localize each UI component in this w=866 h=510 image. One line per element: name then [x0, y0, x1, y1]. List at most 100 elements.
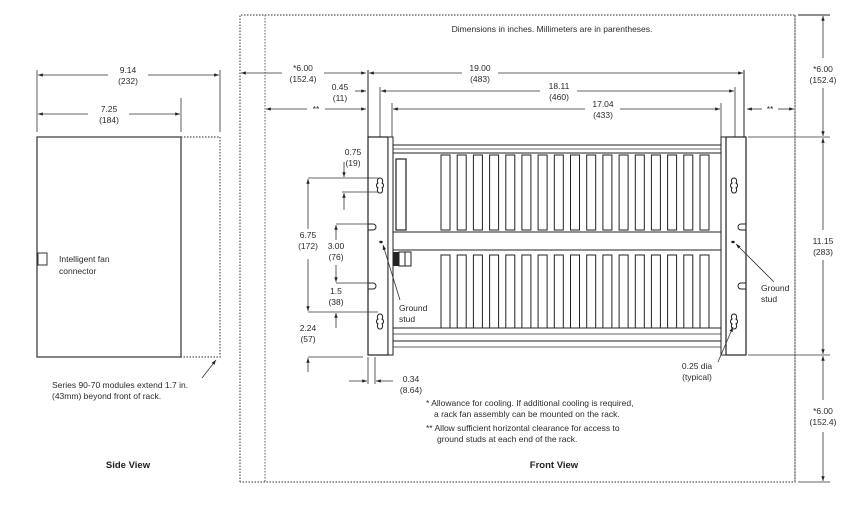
hole-dia-label-1: 0.25 dia — [682, 361, 713, 371]
module-note-leader — [201, 359, 217, 379]
fan-connector-label-1: Intelligent fan — [59, 254, 110, 264]
hole-dia-label-2: (typical) — [682, 372, 712, 382]
module-slot — [667, 254, 678, 329]
module-slots-top-row — [440, 154, 710, 231]
mounting-slot-icon — [737, 282, 746, 290]
ground-stud-icon — [379, 240, 383, 244]
ground-stud-right-label-2: stud — [761, 294, 777, 304]
module-slot — [505, 154, 516, 231]
hole-dia-leader — [717, 326, 734, 363]
dim-flange-offset-inches: 0.45 — [332, 82, 349, 92]
dim-depth-inches: 7.25 — [101, 104, 118, 114]
dim-hole-spacing-inches: 18.11 — [549, 81, 570, 91]
module-extension-outline — [181, 136, 221, 358]
rails — [393, 144, 721, 348]
module-slot — [472, 254, 483, 329]
connector-block — [404, 251, 412, 267]
module-slot — [586, 154, 597, 231]
ground-stud-right-label-1: Ground — [761, 283, 790, 293]
left-side-plate — [387, 136, 394, 356]
module-slot — [602, 154, 613, 231]
cooling-clearance-outline — [239, 14, 796, 483]
module-slot — [570, 254, 580, 329]
side-view: 9.14 (232) 7.25 (184) Intelligent fan co… — [36, 65, 221, 471]
right-mounting-flange — [725, 136, 747, 356]
dim-slot-offset-inches: 1.5 — [330, 286, 342, 296]
dim-inner-width-inches: 17.04 — [592, 99, 614, 109]
ground-stud-icon — [731, 240, 735, 244]
module-slot — [699, 254, 710, 329]
dim-top-cooling-mm: (152.4) — [810, 75, 837, 85]
dim-bottom-cooling-inches: *6.00 — [813, 406, 833, 416]
note-clearance-2: ground studs at each end of the rack. — [437, 434, 577, 444]
dim-height-inches: 11.15 — [813, 236, 834, 246]
side-view-title: Side View — [106, 460, 151, 471]
dim-bottom-cooling-mm: (152.4) — [810, 417, 837, 427]
module-slot — [505, 254, 516, 329]
dimensions-note: Dimensions in inches. Millimeters are in… — [452, 24, 653, 34]
dim-width-mm: (483) — [470, 74, 490, 84]
dim-mount-spacing-inches: 6.75 — [300, 230, 317, 240]
module-slot — [489, 254, 500, 329]
dim-left-cooling-inches: *6.00 — [293, 63, 313, 73]
note-clearance-1: ** Allow sufficient horizontal clearance… — [426, 423, 620, 433]
keyhole-icon — [730, 177, 738, 194]
dim-flange-thickness-mm: (8.64) — [400, 385, 422, 395]
connector-block — [398, 251, 406, 267]
module-slot — [489, 154, 500, 231]
dim-height-mm: (283) — [813, 247, 833, 257]
module-slot — [683, 154, 694, 231]
dim-slot-spacing-mm: (76) — [328, 252, 343, 262]
dim-depth-mm: (184) — [99, 115, 119, 125]
dim-mount-spacing-mm: (172) — [298, 241, 318, 251]
right-side-plate — [720, 136, 727, 356]
power-supply-slot — [395, 158, 407, 231]
module-slot — [634, 154, 645, 231]
module-slot — [521, 154, 532, 231]
module-slot — [472, 154, 483, 231]
note-cooling-2: a rack fan assembly can be mounted on th… — [434, 409, 620, 419]
module-slot — [699, 154, 710, 231]
module-slot — [456, 254, 467, 329]
module-slot — [683, 254, 694, 329]
left-mounting-flange — [367, 136, 389, 356]
dim-flange-offset-mm: (11) — [333, 93, 348, 103]
ground-stud-left-label-1: Ground — [399, 303, 428, 313]
dim-slot-offset-mm: (38) — [328, 297, 343, 307]
keyhole-icon — [376, 313, 384, 330]
module-slot — [456, 154, 467, 231]
dim-left-cooling-mm: (152.4) — [290, 74, 317, 84]
mounting-slot-icon — [368, 282, 377, 290]
keyhole-icon — [376, 177, 384, 194]
dim-slot-spacing-inches: 3.00 — [328, 241, 345, 251]
module-slot — [553, 154, 564, 231]
dim-hole-spacing-mm: (460) — [549, 92, 569, 102]
dim-width-inches: 19.00 — [469, 63, 491, 73]
keyhole-icon — [730, 313, 738, 330]
dim-top-cooling-inches: *6.00 — [813, 64, 833, 74]
module-slot — [537, 154, 548, 231]
module-slot — [667, 154, 678, 231]
fan-connector-label-2: connector — [59, 266, 96, 276]
mounting-slot-icon — [368, 223, 377, 231]
module-note-2: (43mm) beyond front of rack. — [52, 391, 161, 401]
dim-flange-thickness-inches: 0.34 — [403, 374, 420, 384]
module-slot — [521, 254, 532, 329]
fan-connector-icon — [37, 252, 48, 266]
dim-bottom-hole-inches: 2.24 — [300, 323, 317, 333]
module-slot — [586, 254, 597, 329]
module-slot — [537, 254, 548, 329]
dim-overall-inches: 9.14 — [120, 65, 137, 75]
ground-stud-leader-left — [382, 244, 401, 301]
dim-bottom-hole-mm: (57) — [300, 334, 315, 344]
module-slot — [553, 254, 564, 329]
dim-inner-width-mm: (433) — [593, 110, 613, 120]
module-slot — [618, 154, 629, 231]
module-slots-bottom-row — [440, 254, 710, 329]
module-note-1: Series 90-70 modules extend 1.7 in. — [52, 380, 188, 390]
module-slot — [440, 154, 451, 231]
module-slot — [650, 154, 661, 231]
note-cooling-1: * Allowance for cooling. If additional c… — [426, 398, 633, 408]
connector-block — [393, 252, 399, 266]
